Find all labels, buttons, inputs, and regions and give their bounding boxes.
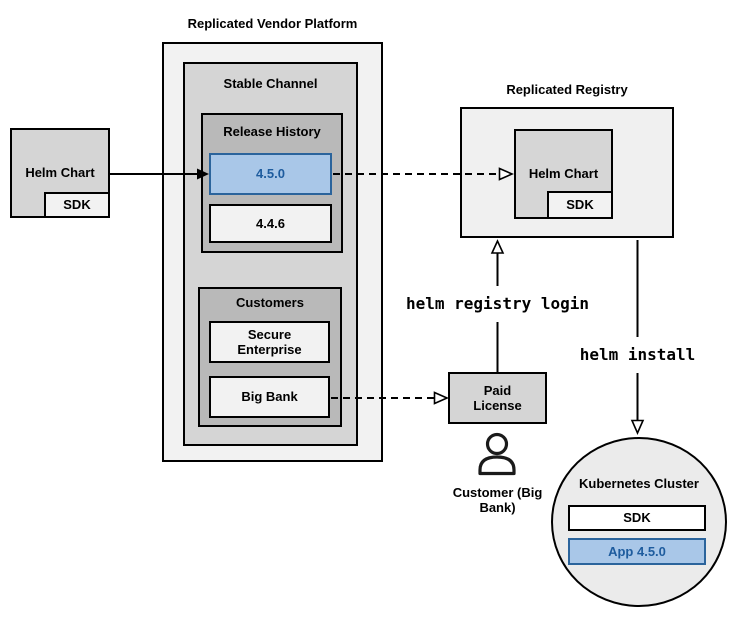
stable-channel-title: Stable Channel bbox=[223, 76, 318, 91]
customer-big-bank-box: Big Bank bbox=[209, 376, 330, 418]
customer-actor-label: Customer (Big Bank) bbox=[452, 485, 543, 516]
helm-chart-source-label: Helm Chart bbox=[25, 165, 95, 181]
edge-label-install: helm install bbox=[579, 345, 696, 364]
release-446-label: 4.4.6 bbox=[256, 215, 285, 231]
helm-chart-source-sdk-label: SDK bbox=[63, 197, 91, 213]
registry-sdk-label: SDK bbox=[566, 197, 594, 213]
arrow-registry-to-cluster bbox=[630, 240, 645, 435]
paid-license-label: Paid License bbox=[473, 382, 522, 413]
release-450-label: 4.5.0 bbox=[256, 166, 285, 182]
helm-chart-source-sdk-box: SDK bbox=[44, 192, 110, 218]
customer-secure-enterprise-box: Secure Enterprise bbox=[209, 321, 330, 363]
customers-title: Customers bbox=[236, 295, 304, 310]
kubernetes-app-box: App 4.5.0 bbox=[568, 538, 706, 565]
edge-label-registry-login: helm registry login bbox=[405, 294, 590, 313]
vendor-platform-title: Replicated Vendor Platform bbox=[187, 16, 358, 31]
release-450-box: 4.5.0 bbox=[209, 153, 332, 195]
kubernetes-app-label: App 4.5.0 bbox=[608, 543, 666, 559]
registry-helm-chart-label: Helm Chart bbox=[528, 166, 599, 182]
customer-secure-enterprise-label: Secure Enterprise bbox=[237, 326, 302, 357]
kubernetes-cluster-title: Kubernetes Cluster bbox=[579, 476, 699, 491]
registry-sdk-box: SDK bbox=[547, 191, 613, 219]
release-history-title: Release History bbox=[223, 124, 321, 139]
kubernetes-sdk-label: SDK bbox=[623, 510, 651, 526]
customer-big-bank-label: Big Bank bbox=[241, 389, 298, 405]
kubernetes-sdk-box: SDK bbox=[568, 505, 706, 531]
registry-title: Replicated Registry bbox=[506, 82, 628, 97]
person-icon bbox=[478, 432, 516, 476]
paid-license-box: Paid License bbox=[448, 372, 547, 424]
release-446-box: 4.4.6 bbox=[209, 204, 332, 243]
